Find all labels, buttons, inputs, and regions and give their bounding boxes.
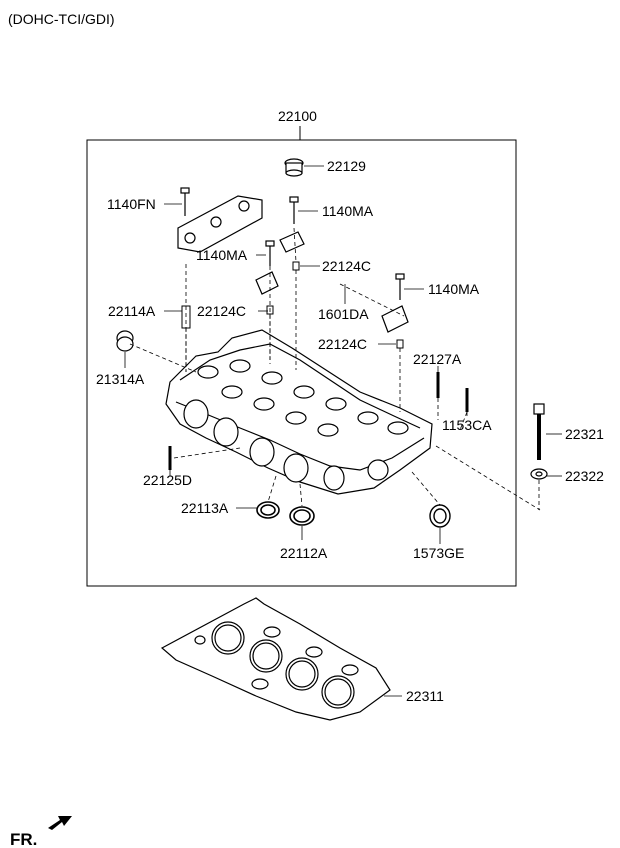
oil-filler-cap[interactable] [284, 158, 304, 177]
leader-lines [124, 165, 562, 697]
camshaft-bearing-cap-1[interactable] [279, 231, 305, 253]
camshaft-bearing-cap-front[interactable] [177, 195, 263, 253]
front-direction-label: FR. [10, 830, 37, 848]
part-label-22129[interactable]: 22129 [327, 158, 366, 174]
bolt-1140ma-b[interactable] [265, 240, 275, 266]
part-label-22124c-a[interactable]: 22124C [322, 258, 371, 274]
gasket-22112a[interactable] [289, 506, 315, 526]
cylinder-head[interactable] [165, 329, 433, 495]
part-label-22113a[interactable]: 22113A [181, 500, 229, 516]
part-label-1153ca[interactable]: 1153CA [442, 417, 492, 433]
part-label-22311[interactable]: 22311 [406, 688, 444, 704]
part-label-22125d[interactable]: 22125D [143, 472, 192, 488]
part-label-22114a[interactable]: 22114A [108, 303, 156, 319]
part-label-1140fn[interactable]: 1140FN [107, 196, 156, 212]
washer-22322[interactable] [530, 468, 548, 480]
head-gasket-22311[interactable] [160, 597, 391, 721]
part-label-22112a[interactable]: 22112A [280, 545, 328, 561]
bolt-1140ma-c[interactable] [395, 273, 405, 300]
camshaft-bearing-cap-3[interactable] [381, 305, 409, 333]
bolt-1140fn[interactable] [180, 187, 190, 216]
assembly-frame [86, 139, 517, 587]
part-label-1601da[interactable]: 1601DA [318, 306, 369, 322]
part-labels: 22129 1140FN 1140MA 1140MA 22124C 1140MA… [96, 158, 604, 704]
part-label-21314a[interactable]: 21314A [96, 371, 145, 387]
front-arrow-icon [48, 816, 72, 830]
gasket-22113a[interactable] [256, 501, 280, 519]
part-label-22124c-c[interactable]: 22124C [318, 336, 367, 352]
part-label-22321[interactable]: 22321 [565, 426, 604, 442]
oil-seal-1573ge[interactable] [429, 504, 451, 528]
dowel-pin-22124c-a[interactable] [292, 261, 300, 271]
part-label-22127a[interactable]: 22127A [413, 351, 462, 367]
part-label-1140ma-a[interactable]: 1140MA [322, 203, 374, 219]
plug-21314a[interactable] [116, 330, 134, 352]
part-label-22124c-b[interactable]: 22124C [197, 303, 246, 319]
assembly-number[interactable]: 22100 [278, 108, 317, 124]
bolt-1140ma-a[interactable] [289, 196, 299, 224]
guide-lines [129, 227, 541, 511]
dowel-pin-22124c-c[interactable] [396, 339, 404, 349]
camshaft-bearing-cap-2[interactable] [255, 271, 279, 295]
engine-variant-label: (DOHC-TCI/GDI) [8, 11, 115, 27]
part-label-1573ge[interactable]: 1573GE [413, 545, 464, 561]
part-label-22322[interactable]: 22322 [565, 468, 604, 484]
part-label-1140ma-b[interactable]: 1140MA [196, 247, 248, 263]
head-bolt-22321[interactable] [533, 403, 545, 460]
part-label-1140ma-c[interactable]: 1140MA [428, 281, 480, 297]
